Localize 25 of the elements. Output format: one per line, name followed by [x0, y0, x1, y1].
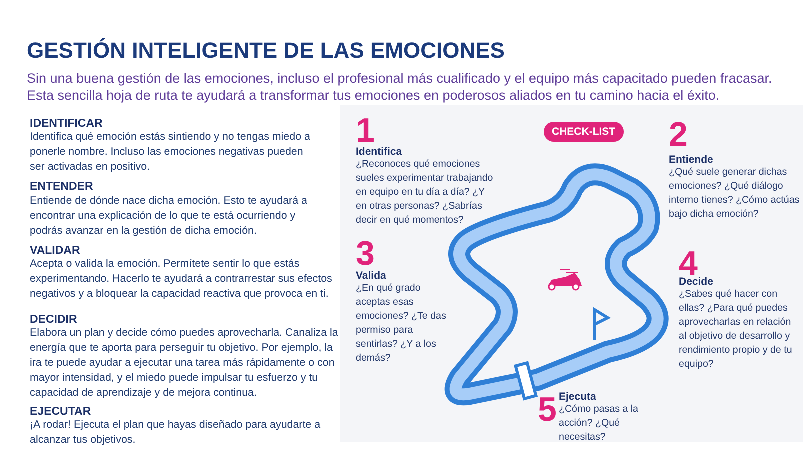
- section-heading: DECIDIR: [30, 314, 78, 326]
- step-heading: Ejecuta: [559, 391, 598, 403]
- step-number: 3: [356, 237, 375, 271]
- title: GESTIÓN INTELIGENTE DE LAS EMOCIONES: [27, 38, 506, 64]
- body-text: ¡A rodar! Ejecuta el plan que hayas diseñado para ayudarte a alcanzar tus objetivos.: [30, 418, 322, 448]
- step-number: 1: [356, 114, 375, 148]
- step-text: ¿Sabes qué hacer con ellas? ¿Para qué puedes aprovecharlas en relación al objetivo de desarrollo y rendimiento propio y de tu equipo?: [679, 288, 794, 372]
- body-text: Acepta o valida la emoción. Permítete sentir lo que estás experimentando. Hacerlo te ayudará a contrarrestar sus efectos negativos y a bloquear la capacidad reactiva que provoca en ti.: [30, 257, 334, 302]
- step-text: ¿Cómo pasas a la acción? ¿Qué necesitas?: [559, 403, 640, 445]
- intro-text: Sin una buena gestión de las emociones, incluso el profesional más cualificado y el equipo más capacitado pueden fracasar. Esta sencilla hoja de ruta te ayudará a transformar tus emociones en poderosos aliados en tu camino hacia el éxito.: [27, 70, 774, 104]
- body-text: Elabora un plan y decide cómo puedes aprovecharla. Canaliza la energía que te aporta para perseguir tu objetivo. Por ejemplo, la ira te puede ayudar a ejecutar una tarea más rápidamente o con mayor intensidad, y el miedo puede impulsar tu esfuerzo y tu capacidad de aprendizaje y de mejora continua.: [30, 326, 340, 401]
- step-text: ¿En qué grado aceptas esas emociones? ¿Te das permiso para sentirlas? ¿Y a los demás?: [356, 282, 448, 366]
- step-heading: Entiende: [669, 154, 714, 166]
- section-heading: ENTENDER: [30, 181, 94, 193]
- step-heading: Identifica: [356, 146, 404, 158]
- section-heading: EJECUTAR: [30, 406, 92, 418]
- check-list-badge: CHECK-LIST: [544, 122, 624, 142]
- section-heading: IDENTIFICAR: [30, 118, 104, 130]
- section-heading: VALIDAR: [30, 245, 82, 257]
- body-text: Identifica qué emoción estás sintiendo y no tengas miedo a ponerle nombre. Incluso las emociones negativas pueden ser activadas en positivo.: [30, 130, 312, 175]
- body-text: Entiende de dónde nace dicha emoción. Esto te ayudará a encontrar una explicación de lo que te está ocurriendo y podrás avanzar en la gestión de dicha emoción.: [30, 194, 308, 239]
- step-number: 2: [669, 118, 689, 152]
- step-text: ¿Reconoces qué emociones sueles experimentar trabajando en equipo en tu día a día? ¿Y en otras personas? ¿Sabrías decir en qué momentos?: [356, 158, 494, 228]
- step-text: ¿Qué suele generar dichas emociones? ¿Qué diálogo interno tienes? ¿Cómo actúas bajo dicha emoción?: [669, 166, 801, 222]
- step-heading: Valida: [356, 270, 388, 282]
